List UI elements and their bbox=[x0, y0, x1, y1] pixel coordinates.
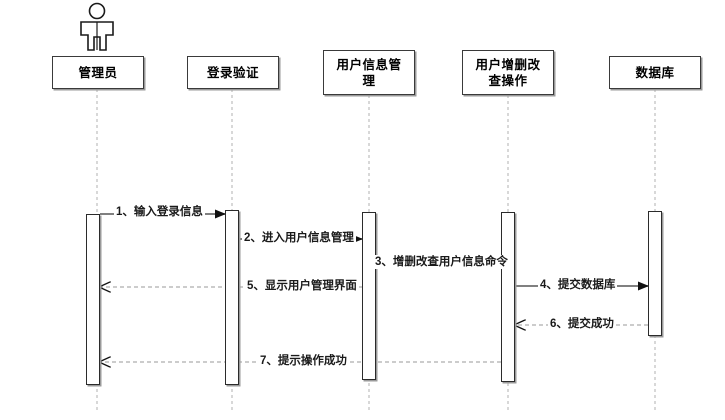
message-label-4: 4、提交数据库 bbox=[538, 278, 618, 292]
activation-bar-admin[interactable] bbox=[86, 214, 100, 385]
message-label-3: 3、增删改查用户信息命令 bbox=[373, 255, 510, 269]
actors-layer bbox=[80, 2, 114, 51]
message-label-5: 5、显示用户管理界面 bbox=[245, 279, 359, 293]
activation-bar-database[interactable] bbox=[648, 211, 662, 336]
activation-bar-user-info[interactable] bbox=[362, 212, 376, 380]
message-label-2: 2、进入用户信息管理 bbox=[242, 231, 356, 245]
participant-label-login-auth: 登录验证 bbox=[206, 65, 259, 80]
participant-box-database[interactable]: 数据库 bbox=[609, 56, 701, 89]
message-label-1: 1、输入登录信息 bbox=[114, 205, 205, 219]
activation-bar-login-auth[interactable] bbox=[225, 210, 239, 385]
participant-box-crud-ops[interactable]: 用户增删改 查操作 bbox=[462, 50, 554, 95]
participant-box-user-info[interactable]: 用户信息管 理 bbox=[323, 50, 415, 95]
lifelines-layer bbox=[96, 89, 656, 412]
participant-box-login-auth[interactable]: 登录验证 bbox=[187, 56, 279, 89]
participant-label-user-info: 用户信息管 理 bbox=[336, 57, 402, 88]
actor-stick-figure-icon bbox=[80, 2, 114, 51]
participant-box-admin[interactable]: 管理员 bbox=[52, 56, 144, 89]
message-label-7: 7、提示操作成功 bbox=[258, 354, 349, 368]
participant-label-admin: 管理员 bbox=[78, 65, 118, 80]
message-label-6: 6、提交成功 bbox=[548, 317, 616, 331]
participant-label-crud-ops: 用户增删改 查操作 bbox=[475, 57, 541, 88]
activation-bar-crud-ops[interactable] bbox=[501, 212, 515, 382]
participant-label-database: 数据库 bbox=[635, 65, 675, 80]
